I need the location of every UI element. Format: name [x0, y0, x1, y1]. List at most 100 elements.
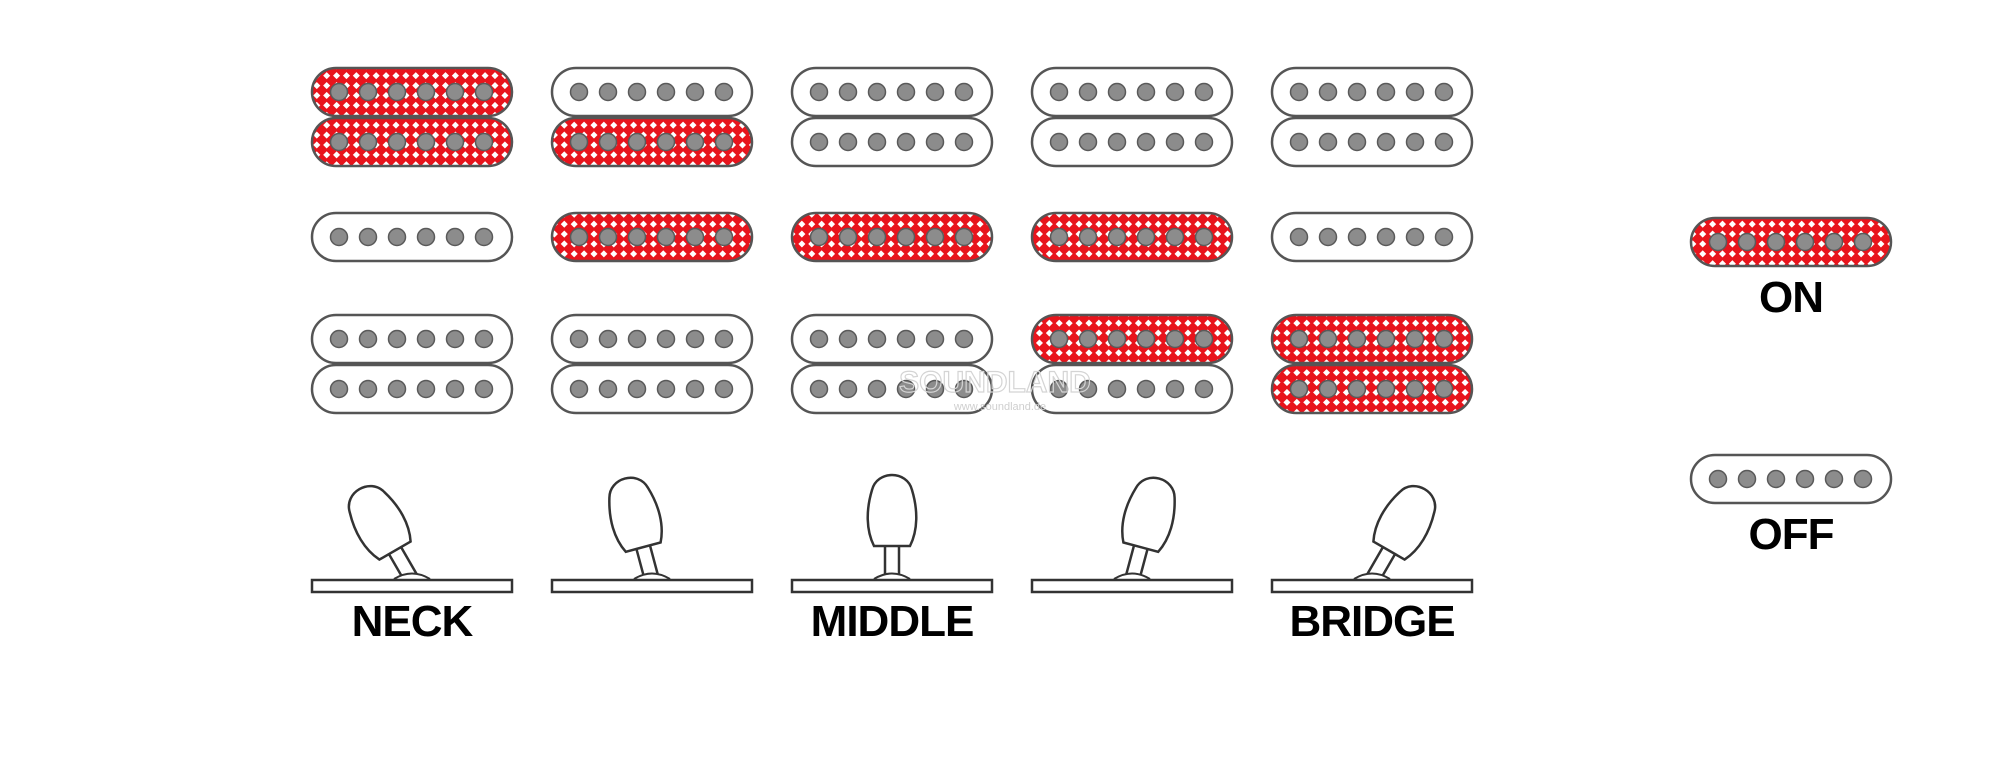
pole-piece [656, 132, 676, 152]
coil-body [790, 66, 994, 118]
toggle-switch [1030, 476, 1234, 594]
legend: ON OFF [1689, 216, 1893, 559]
neck-humbucker [550, 66, 754, 168]
pole-piece [329, 132, 349, 152]
pole-piece [1434, 82, 1454, 102]
pole-piece [1049, 82, 1069, 102]
coil-body [550, 363, 754, 415]
pole-piece [1708, 232, 1728, 252]
coil-body [790, 116, 994, 168]
pole-piece [445, 132, 465, 152]
pole-piece [809, 329, 829, 349]
pole-piece [954, 132, 974, 152]
coil-body [310, 313, 514, 365]
bridge-humbucker [790, 313, 994, 415]
coil-body [790, 211, 994, 263]
pole-piece [445, 227, 465, 247]
coil-body [1030, 66, 1234, 118]
pole-piece [1107, 82, 1127, 102]
pole-piece [569, 379, 589, 399]
bridge-coil-lower [790, 363, 994, 415]
pole-piece [896, 379, 916, 399]
pole-piece [416, 82, 436, 102]
pole-piece [598, 132, 618, 152]
pole-piece [387, 82, 407, 102]
position-label: MIDDLE [811, 597, 974, 646]
legend-off-label: OFF [1749, 510, 1834, 559]
pole-piece [838, 82, 858, 102]
legend-on-coil [1689, 216, 1893, 268]
pole-piece [445, 82, 465, 102]
coil-body [1270, 363, 1474, 415]
pole-piece [627, 132, 647, 152]
pole-piece [1289, 379, 1309, 399]
neck-coil-lower [1030, 116, 1234, 168]
bridge-humbucker [550, 313, 754, 415]
neck-coil-lower [1270, 116, 1474, 168]
pole-piece [474, 379, 494, 399]
pole-piece [358, 82, 378, 102]
middle-single-coil [310, 211, 514, 263]
bridge-coil-upper [790, 313, 994, 365]
pole-piece [1824, 232, 1844, 252]
pole-piece [1165, 132, 1185, 152]
pole-piece [1289, 82, 1309, 102]
middle-single-coil [1270, 211, 1474, 263]
pole-piece [896, 132, 916, 152]
pole-piece [1795, 469, 1815, 489]
switch-plate [1270, 578, 1474, 594]
bridge-coil-lower [550, 363, 754, 415]
pole-piece [1318, 329, 1338, 349]
pole-piece [1289, 132, 1309, 152]
middle-single-coil [790, 211, 994, 263]
toggle-lever [1121, 476, 1176, 583]
pole-piece [1136, 132, 1156, 152]
neck-humbucker [790, 66, 994, 168]
pole-piece [714, 82, 734, 102]
bridge-coil-upper [1030, 313, 1234, 365]
pole-piece [416, 132, 436, 152]
pole-piece [358, 227, 378, 247]
pole-piece [685, 132, 705, 152]
bridge-humbucker [1270, 313, 1474, 415]
pole-piece [714, 227, 734, 247]
pole-piece [1165, 379, 1185, 399]
pole-piece [1318, 132, 1338, 152]
pole-piece [329, 379, 349, 399]
pole-piece [627, 227, 647, 247]
switch-plate [1030, 578, 1234, 594]
coil-body [790, 313, 994, 365]
pole-piece [598, 329, 618, 349]
watermark: SOUNDLAND www.soundland.de [899, 365, 1092, 413]
pole-piece [329, 227, 349, 247]
coil-body [1270, 116, 1474, 168]
switch-plate [310, 578, 514, 594]
pole-piece [656, 379, 676, 399]
pole-piece [1107, 379, 1127, 399]
pole-piece [954, 329, 974, 349]
switch-position-column: BRIDGE [1270, 66, 1474, 646]
toggle-switch [550, 476, 754, 594]
pole-piece [445, 329, 465, 349]
pole-piece [474, 132, 494, 152]
coil-body [550, 66, 754, 118]
toggle-pivot [1353, 572, 1391, 580]
pole-piece [416, 227, 436, 247]
switch-plate [550, 578, 754, 594]
bridge-humbucker [310, 313, 514, 415]
toggle-pivot [873, 572, 911, 580]
pole-piece [1318, 82, 1338, 102]
pole-piece [867, 132, 887, 152]
bridge-coil-upper [550, 313, 754, 365]
legend-off-coil [1689, 453, 1893, 505]
pole-piece [1766, 232, 1786, 252]
legend-on-label: ON [1759, 273, 1823, 322]
position-label: NECK [352, 597, 474, 646]
coil-body [1030, 313, 1234, 365]
pole-piece [867, 227, 887, 247]
pole-piece [714, 132, 734, 152]
pole-piece [1766, 469, 1786, 489]
neck-coil-upper [790, 66, 994, 118]
neck-coil-upper [1270, 66, 1474, 118]
